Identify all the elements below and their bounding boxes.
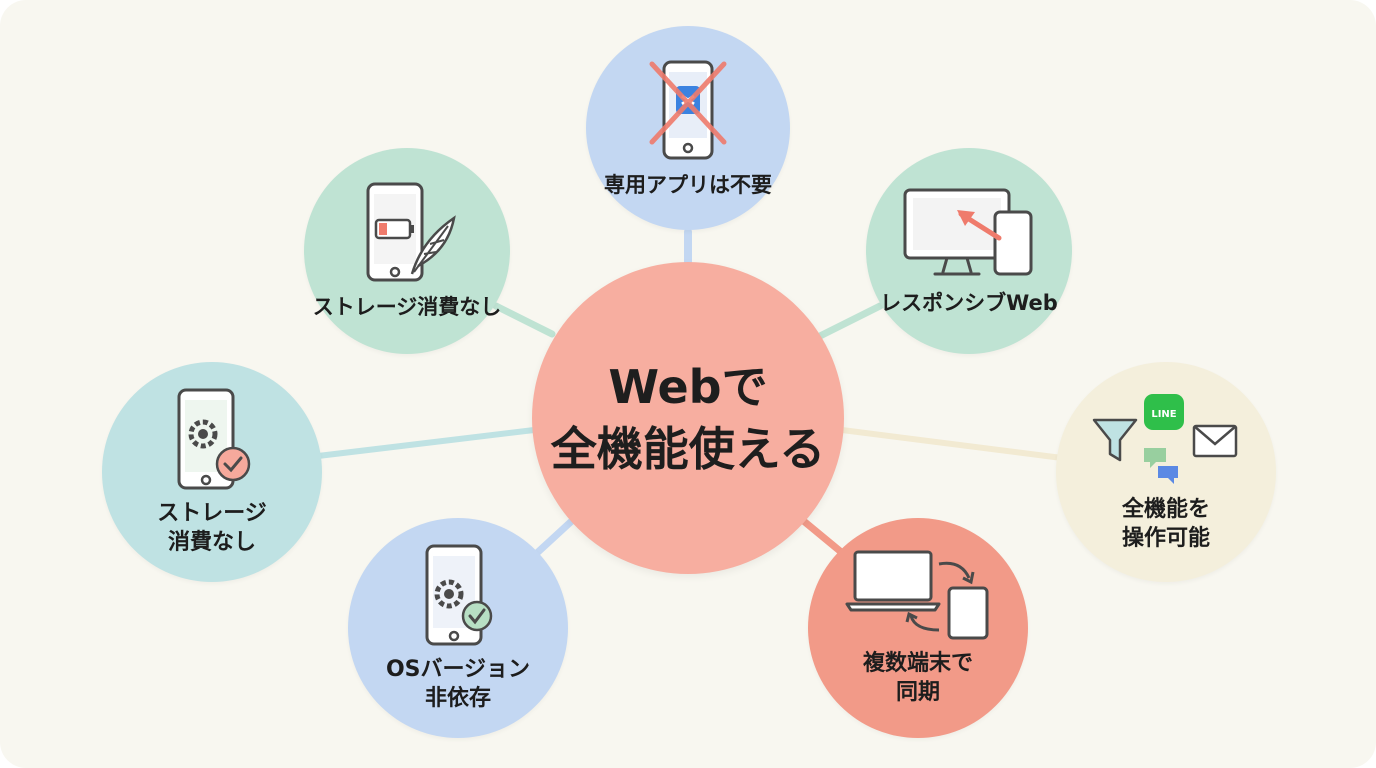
monitor-phone-icon	[903, 188, 1033, 276]
node-label-line1: 全機能を	[1121, 497, 1210, 523]
phone-crossed-app-icon	[649, 60, 727, 160]
node-label-line1: 複数端末で	[862, 651, 973, 677]
node-responsive: レスポンシブWeb	[866, 148, 1072, 354]
funnel-line-mail-icons: LINE	[1092, 394, 1238, 485]
connector-storage-1	[492, 302, 556, 338]
node-label-line2: 消費なし	[167, 530, 256, 555]
node-label-line1: ストレージ	[157, 501, 267, 527]
phone-gear-check-icon	[425, 544, 493, 646]
center-title-line1: Webで	[608, 360, 768, 414]
node-label: レスポンシブWeb	[880, 291, 1058, 316]
center-title-line2: 全機能使える	[550, 422, 826, 476]
phone-battery-feather-icon	[366, 182, 456, 282]
connector-operate	[839, 427, 1065, 461]
line-app-text: LINE	[1151, 409, 1176, 420]
connector-os	[534, 514, 579, 556]
node-label-line1: OSバージョン	[385, 657, 531, 683]
laptop-tablet-sync-icon	[845, 550, 989, 640]
node-label: 専用アプリは不要	[604, 173, 772, 198]
node-no-app: 専用アプリは不要	[586, 26, 790, 230]
center-circle: Webで 全機能使える	[532, 262, 844, 574]
node-label-line2: 操作可能	[1121, 526, 1210, 551]
line-app-icon	[1144, 394, 1184, 431]
connector-storage-2	[315, 427, 537, 459]
node-no-storage-1: ストレージ消費なし	[304, 148, 510, 354]
node-no-storage-2: ストレージ 消費なし	[102, 362, 322, 582]
node-label-line2: 同期	[895, 680, 940, 705]
funnel-icon	[1092, 419, 1138, 462]
chat-icon	[1144, 448, 1166, 469]
node-label-line2: 非依存	[424, 686, 491, 711]
node-label: ストレージ消費なし	[312, 295, 502, 320]
phone-gear-check-icon	[177, 388, 251, 490]
connector-responsive	[816, 302, 884, 340]
node-os-independent: OSバージョン 非依存	[348, 518, 568, 738]
node-operate: LINE 全機能を 操作可能	[1056, 362, 1276, 582]
connector-sync	[796, 514, 850, 560]
node-sync: 複数端末で 同期	[808, 518, 1028, 738]
